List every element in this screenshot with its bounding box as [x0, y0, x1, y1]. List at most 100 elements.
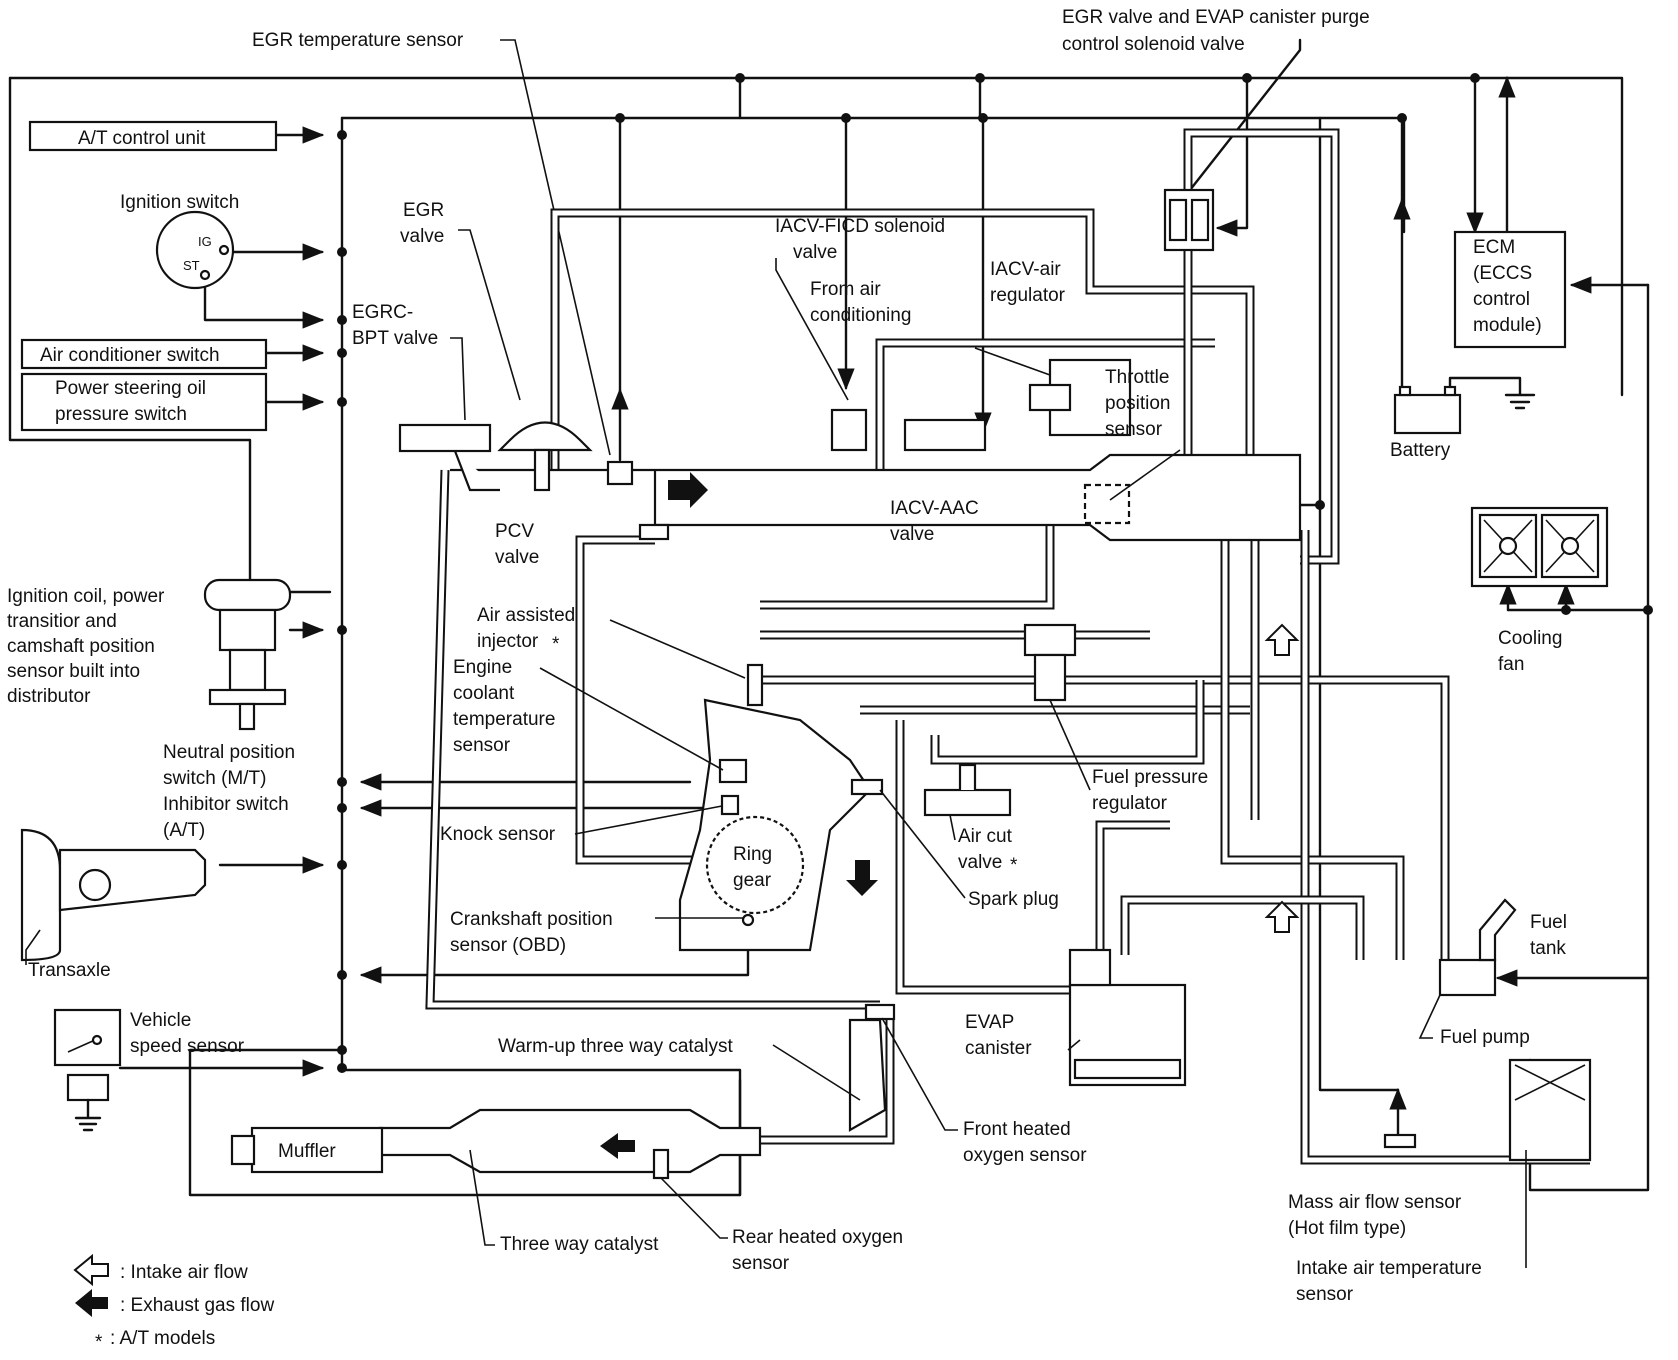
label-ig: IG [198, 234, 212, 249]
ecm-box [1453, 230, 1567, 349]
label-battery: Battery [1390, 440, 1451, 461]
label-iacv-air-reg-2: regulator [990, 285, 1066, 306]
label-neutral-2: switch (M/T) [163, 768, 266, 789]
label-knock-sensor: Knock sensor [440, 824, 556, 845]
muffler [250, 1126, 384, 1174]
three-way-catalyst-body [378, 1108, 762, 1174]
ac-switch-box [20, 338, 268, 370]
label-ac-switch: Air conditioner switch [40, 345, 220, 366]
label-transaxle: Transaxle [28, 960, 111, 981]
label-cooling-fan-2: fan [1498, 654, 1524, 675]
label-egr-purge-2: control solenoid valve [1062, 34, 1245, 55]
label-fuel-pump: Fuel pump [1440, 1027, 1530, 1048]
label-ecm-4: module) [1473, 315, 1542, 336]
label-egrc-bpt-2: BPT valve [352, 328, 438, 349]
label-spark-plug: Spark plug [968, 889, 1059, 910]
label-cooling-fan-1: Cooling [1498, 628, 1562, 649]
label-ign-coil-5: distributor [7, 686, 91, 707]
label-ps-switch-2: pressure switch [55, 404, 187, 425]
warm-up-catalyst-body [848, 1018, 887, 1132]
rear-o2-sensor-icon [652, 1148, 670, 1180]
label-egr-valve-1: EGR [403, 200, 444, 221]
pcv-valve-icon [638, 523, 670, 541]
evap-canister-icon [1068, 948, 1187, 1087]
legend-intake-icon [73, 1253, 109, 1287]
legend-exhaust-text: : Exhaust gas flow [120, 1295, 274, 1316]
label-neutral-4: (A/T) [163, 820, 205, 841]
label-front-o2-2: oxygen sensor [963, 1145, 1087, 1166]
label-air-inj-1: Air assisted [477, 605, 575, 626]
egrc-bpt-icon [398, 423, 500, 492]
label-rear-o2-2: sensor [732, 1253, 790, 1274]
label-rear-o2-1: Rear heated oxygen [732, 1227, 903, 1248]
fuel-tank-icon [1438, 898, 1517, 997]
label-ecm-1: ECM [1473, 237, 1515, 258]
legend-exhaust-icon [75, 1289, 108, 1317]
label-ign-coil-4: sensor built into [7, 661, 140, 682]
label-air-cut-1: Air cut [958, 826, 1013, 847]
ps-switch-box [20, 372, 268, 432]
label-ecm-3: control [1473, 289, 1530, 310]
knock-sensor-icon [720, 794, 740, 816]
iacv-aac-icon [903, 418, 987, 452]
label-st: ST [183, 258, 200, 273]
label-iacv-air-reg-1: IACV-air [990, 259, 1061, 280]
label-fuel-press-2: regulator [1092, 793, 1168, 814]
label-fuel-press-1: Fuel pressure [1092, 767, 1208, 788]
label-from-ac-1: From air [810, 279, 881, 300]
solid-arrow-icon [668, 472, 708, 508]
label-ps-switch-1: Power steering oil [55, 378, 206, 399]
label-from-ac-2: conditioning [810, 305, 911, 326]
label-coolant-4: sensor [453, 735, 511, 756]
leader-lines [25, 258, 1527, 1268]
solid-arrow-icon [600, 1133, 635, 1159]
legend-at-models-text: : A/T models [110, 1328, 215, 1349]
label-coolant-1: Engine [453, 657, 512, 678]
label-fuel-tank-1: Fuel [1530, 912, 1567, 933]
spark-plug-icon [850, 778, 884, 796]
label-crank-1: Crankshaft position [450, 909, 613, 930]
hollow-arrow-icon [1264, 623, 1300, 656]
label-air-cut-star: * [1010, 855, 1018, 876]
label-throttle-1: Throttle [1105, 367, 1169, 388]
label-ecm-2: (ECCS [1473, 263, 1532, 284]
label-coolant-2: coolant [453, 683, 515, 704]
label-maf-1: Mass air flow sensor [1288, 1192, 1462, 1213]
label-front-o2-1: Front heated [963, 1119, 1071, 1140]
label-coolant-3: temperature [453, 709, 555, 730]
label-egrc-bpt-1: EGRC- [352, 302, 413, 323]
label-iat-2: sensor [1296, 1284, 1354, 1305]
label-vss-1: Vehicle [130, 1010, 191, 1031]
label-pcv-2: valve [495, 547, 539, 568]
engine-coolant-sensor-icon [718, 758, 748, 784]
label-pcv-1: PCV [495, 521, 534, 542]
label-throttle-3: sensor [1105, 419, 1163, 440]
legend-intake-text: : Intake air flow [120, 1262, 248, 1283]
cooling-fan-icon [1470, 506, 1609, 588]
label-ring-1: Ring [733, 844, 772, 865]
label-ign-coil-2: transitior and [7, 611, 117, 632]
label-iacv-ficd-1: IACV-FICD solenoid [775, 216, 945, 237]
label-evap-1: EVAP [965, 1012, 1014, 1033]
distributor-icon [203, 578, 292, 731]
label-neutral-1: Neutral position [163, 742, 295, 763]
label-maf-2: (Hot film type) [1288, 1218, 1406, 1239]
label-air-inj-2: injector [477, 631, 539, 652]
egr-valve-icon [497, 421, 593, 492]
ignition-switch-icon [155, 210, 235, 290]
label-fuel-tank-2: tank [1530, 938, 1566, 959]
label-iacv-ficd-2: valve [793, 242, 837, 263]
crank-sensor-icon [741, 913, 755, 927]
front-o2-sensor-icon [864, 1003, 896, 1021]
hollow-arrow-icon [1264, 900, 1300, 933]
legend: : Intake air flow : Exhaust gas flow * :… [73, 1253, 274, 1353]
label-iat-1: Intake air temperature [1296, 1258, 1482, 1279]
label-egr-temp-sensor: EGR temperature sensor [252, 30, 464, 51]
ring-gear [705, 815, 805, 915]
label-egr-valve-2: valve [400, 226, 444, 247]
at-control-unit-box [28, 120, 278, 152]
transaxle-icon [20, 828, 207, 962]
solid-arrow-icon [846, 860, 878, 896]
fuel-pressure-regulator-icon [1023, 623, 1077, 702]
junction-dots [337, 73, 1653, 1073]
